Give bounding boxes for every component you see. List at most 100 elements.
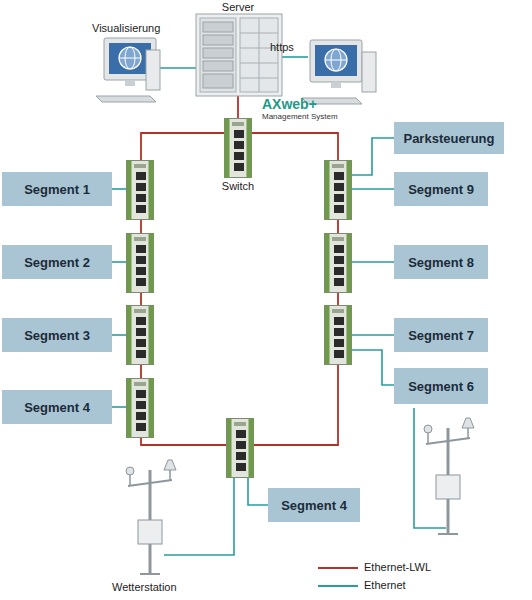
segment-box: Segment 9 (394, 172, 488, 206)
segment-label: Segment 8 (408, 255, 474, 270)
server-drawer (203, 22, 233, 32)
ethernet-line (350, 188, 394, 190)
switch-device (227, 419, 254, 478)
device-label: Visualisierung (92, 22, 160, 35)
globe-icon (325, 60, 347, 61)
globe-icon (325, 49, 347, 71)
ethernet-line (350, 334, 394, 336)
sensor-box (138, 520, 162, 544)
segment-box: Segment 2 (2, 245, 112, 279)
segment-box: Parksteuerung (394, 122, 504, 154)
mast-foot (140, 573, 160, 575)
keyboard (96, 96, 156, 102)
monitor-screen (315, 45, 357, 76)
legend-text: Ethernet (364, 579, 406, 592)
ethernet-line (350, 138, 394, 175)
pc-tower (362, 52, 376, 92)
switch-device (325, 234, 352, 293)
brand-label: AXweb+ (262, 96, 317, 112)
pc-tower (146, 50, 160, 90)
legend-text: Ethernet-LWL (364, 561, 431, 574)
server-illustration (196, 14, 282, 96)
server-drawer (203, 35, 233, 45)
computer-illustration (302, 40, 376, 104)
switch-device (325, 161, 352, 220)
switch-device (127, 161, 154, 220)
ethernet-line (350, 261, 394, 263)
weather-station (424, 418, 474, 534)
segment-label: Parksteuerung (403, 131, 494, 146)
segment-label: Segment 4 (281, 498, 347, 513)
segment-label: Segment 7 (408, 328, 474, 343)
ethernet-line (112, 406, 127, 408)
device-label: Switch (222, 180, 254, 193)
segment-label: Segment 9 (408, 182, 474, 197)
segment-box: Segment 7 (394, 318, 488, 352)
segment-label: Segment 2 (24, 255, 90, 270)
switch-device (325, 306, 352, 365)
ethernet-line (282, 56, 308, 58)
ethernet-line (414, 408, 446, 528)
server-tower (200, 18, 236, 92)
cross-arm (128, 480, 172, 486)
segment-box: Segment 3 (2, 318, 112, 352)
switches (127, 119, 352, 478)
mast-foot (438, 533, 458, 535)
protocol-label: https (270, 41, 294, 54)
globe-icon (119, 58, 141, 59)
fibre-ring (141, 96, 338, 445)
wind-vane (462, 418, 474, 428)
segment-label: Segment 6 (408, 379, 474, 394)
ethernet-line (160, 67, 196, 69)
ethernet-line (112, 334, 127, 336)
wind-vane (164, 460, 176, 470)
switch-device (127, 379, 154, 438)
ethernet-line (112, 261, 127, 263)
monitor-stand (125, 80, 135, 86)
segment-box: Segment 4 (2, 390, 112, 424)
sensor-rod (467, 428, 469, 438)
ethernet-line (164, 478, 234, 555)
computer-illustration (96, 38, 160, 102)
server-cabinet (196, 14, 282, 96)
switch-device (127, 234, 154, 293)
anemometer (126, 467, 134, 475)
fibre-line (141, 133, 338, 445)
segment-label: Segment 3 (24, 328, 90, 343)
segment-box: Segment 8 (394, 245, 488, 279)
ethernet-line (350, 350, 394, 385)
legend-line-sample (318, 585, 358, 587)
segment-box: Segment 1 (2, 172, 112, 206)
segment-box: Segment 4 (268, 488, 360, 522)
device-label: Server (222, 1, 254, 14)
legend-line-sample (318, 567, 358, 569)
segment-label: Segment 1 (24, 182, 90, 197)
sensor-rod (427, 432, 429, 444)
sensor-box (436, 475, 460, 499)
switch-device (225, 119, 252, 178)
monitor-stand (331, 82, 341, 88)
ethernet-line (248, 478, 268, 505)
sensor-rod (169, 470, 171, 480)
ethernet-line (112, 188, 127, 190)
monitor-frame (310, 40, 362, 82)
server-drawer (203, 48, 233, 58)
weather-station (126, 460, 176, 574)
cross-arm (426, 438, 470, 444)
server-rack-line (259, 18, 260, 92)
segment-label: Segment 4 (24, 400, 90, 415)
fibre-line (237, 96, 239, 118)
anemometer (424, 425, 432, 433)
segment-box: Segment 6 (394, 368, 488, 404)
switch-device (127, 306, 154, 365)
globe-icon (119, 47, 141, 69)
brand-subtitle: Management System (262, 112, 338, 122)
server-rack (240, 18, 278, 92)
device-label: Wetterstation (112, 581, 177, 594)
sensor-rod (129, 474, 131, 486)
server-drawer (203, 61, 233, 71)
server-drawer (203, 74, 233, 88)
monitor-screen (109, 43, 151, 74)
